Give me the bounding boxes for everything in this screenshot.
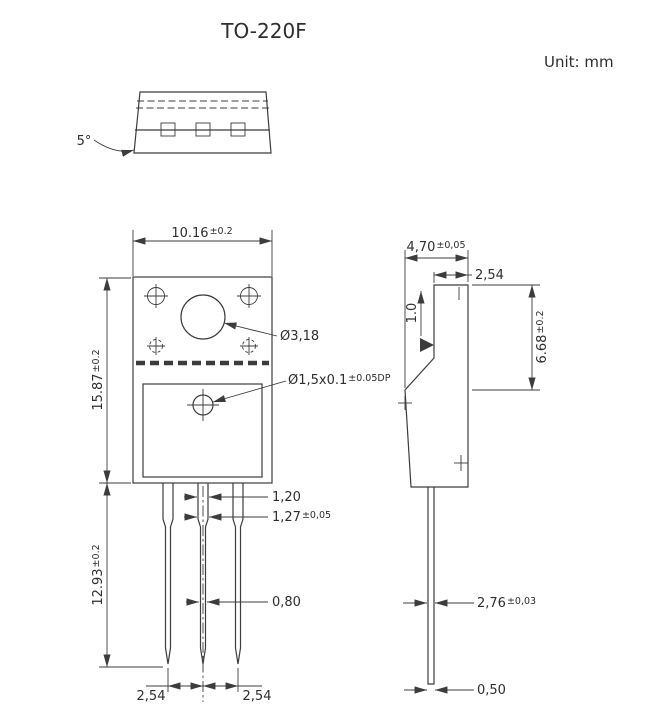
- lead-slot: [160, 122, 176, 137]
- page-title: TO-220F: [220, 19, 306, 43]
- lead-right: [232, 483, 244, 665]
- dim-body-width: 10.16±0.2: [171, 226, 232, 241]
- dim-boss-tol: ±0.05DP: [348, 373, 390, 384]
- leader-line: [212, 380, 287, 403]
- dim-pitch-right: 2,54: [243, 689, 272, 704]
- lead-left: [162, 483, 174, 665]
- side-view: [398, 284, 469, 685]
- top-view: 5°: [77, 91, 272, 157]
- dim-body-width-tol: ±0.2: [210, 226, 233, 237]
- dim-lead-length: 12.93±0.2: [91, 544, 106, 605]
- dim-body-thickness-value: 4,70: [406, 240, 435, 255]
- dim-body-thickness-tol: ±0,05: [436, 240, 465, 251]
- dim-lead-shoulder: 1,20: [272, 490, 301, 505]
- dim-body-height-tol: ±0.2: [91, 349, 102, 372]
- dim-body-height: 15.87±0.2: [91, 349, 106, 410]
- side-body-outline: [404, 284, 469, 488]
- top-view-outline: [133, 91, 272, 154]
- dim-lead-offset-tol: ±0,03: [507, 596, 536, 607]
- gate-mark-arrow: [420, 338, 434, 352]
- dim-pitch-left: 2,54: [137, 689, 166, 704]
- lead-slot: [230, 122, 246, 137]
- dim-boss: Ø1,5x0.1±0.05DP: [288, 373, 391, 388]
- dim-lead-shoulder-width-tol: ±0,05: [302, 510, 331, 521]
- body-outline: [132, 276, 273, 484]
- dim-lead-shoulder-width-value: 1,27: [272, 510, 301, 525]
- front-view: [132, 276, 273, 702]
- dim-body-thickness: 4,70±0,05: [406, 240, 465, 255]
- mounting-hole: [180, 294, 226, 340]
- dim-tab-height-value: 6.68: [535, 335, 550, 364]
- dim-boss-value: Ø1,5x0.1: [288, 373, 347, 388]
- dim-lead-offset-value: 2,76: [477, 596, 506, 611]
- dim-draft-angle: 5°: [77, 134, 92, 149]
- dim-lead-offset: 2,76±0,03: [477, 596, 536, 611]
- leader-line: [223, 322, 278, 337]
- dim-lead-length-tol: ±0.2: [91, 544, 102, 567]
- side-view-dimensions: 4,70±0,05 2,54 1.0 6.68 ±0.2 2,76±0,03 0,…: [403, 240, 550, 698]
- draft-angle-leader: [93, 139, 135, 157]
- dim-lead-thickness: 0,50: [477, 683, 506, 698]
- dim-lead-length-value: 12.93: [91, 568, 106, 605]
- dim-top-step: 1.0: [405, 303, 420, 324]
- dim-body-width-value: 10.16: [171, 226, 208, 241]
- dim-lead-shoulder-width: 1,27±0,05: [272, 510, 331, 525]
- dim-tab-thickness: 2,54: [475, 268, 504, 283]
- dim-tab-height-tol: ±0.2: [535, 310, 546, 333]
- dim-body-height-value: 15.87: [91, 373, 106, 410]
- dim-lead-tip-width: 0,80: [272, 595, 301, 610]
- lead-slot: [195, 122, 211, 137]
- dim-mounting-hole: Ø3,18: [280, 329, 319, 344]
- side-lead: [427, 487, 435, 685]
- unit-label: Unit: mm: [544, 53, 614, 71]
- body-window: [142, 383, 263, 478]
- dim-tab-height: 6.68 ±0.2: [535, 310, 550, 363]
- front-view-dimensions: 10.16±0.2 15.87±0.2 12.93±0.2 Ø3,18 Ø1,5…: [91, 226, 391, 704]
